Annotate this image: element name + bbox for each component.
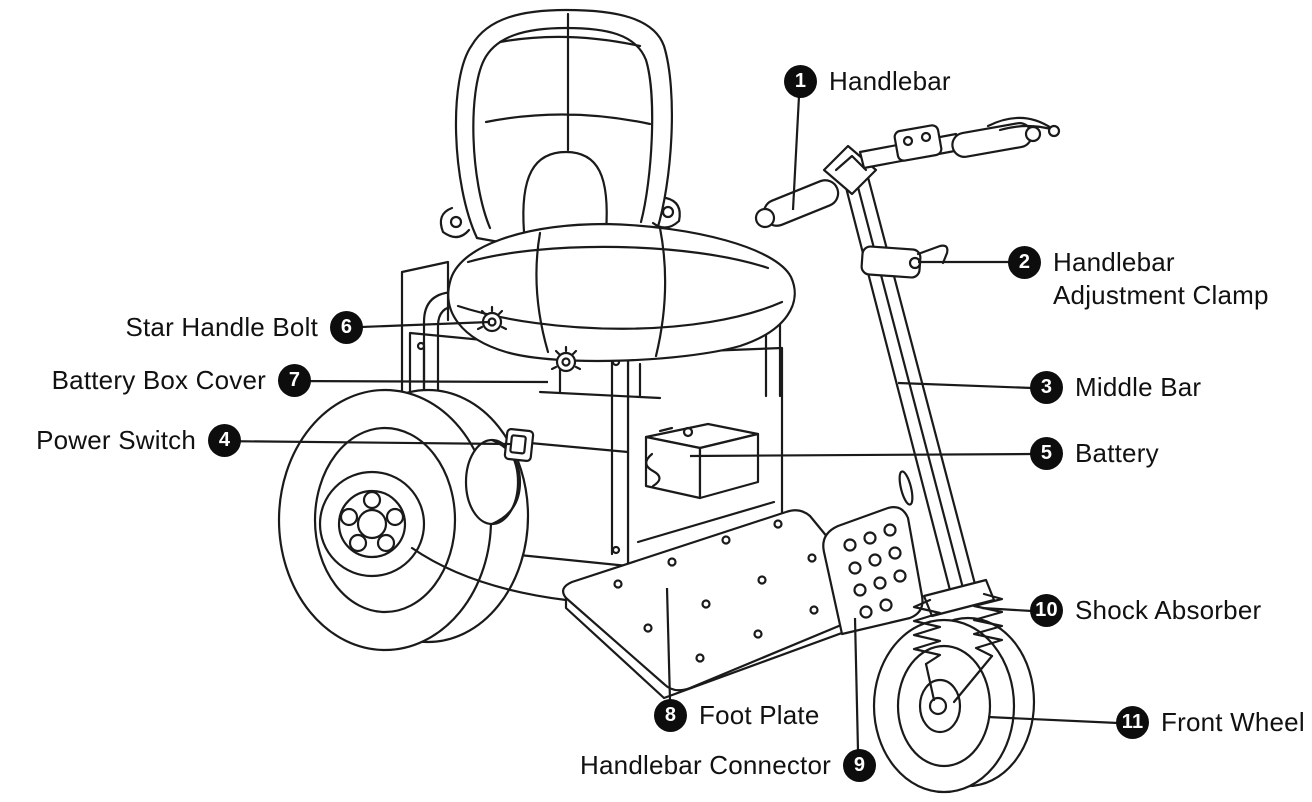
shock-absorbers: [912, 578, 1004, 704]
motor-housing: [464, 438, 522, 526]
handlebar-adjustment-clamp: [860, 244, 949, 279]
callout-text: Power Switch: [36, 425, 196, 455]
callout-text: Shock Absorber: [1075, 595, 1262, 625]
callout-text: Battery: [1075, 438, 1159, 468]
handlebar-connector: [822, 506, 924, 636]
leader-power-switch: [213, 439, 513, 446]
callout-shock-absorber: 10 Shock Absorber: [1030, 594, 1261, 627]
leader-battery: [689, 452, 1033, 458]
power-switch: [503, 428, 535, 462]
callout-middle-bar: 3 Middle Bar: [1030, 371, 1201, 404]
battery: [644, 422, 760, 500]
callout-handlebar-adjustment-clamp: 2 Handlebar Adjustment Clamp: [1008, 246, 1269, 312]
callout-text: Middle Bar: [1075, 372, 1202, 402]
callout-battery: 5 Battery: [1030, 437, 1159, 470]
seat-cushion: [447, 222, 796, 400]
callout-text: Front Wheel: [1161, 707, 1305, 737]
callout-power-switch: Power Switch 4: [36, 424, 241, 457]
callout-text: Handlebar Adjustment Clamp: [1053, 247, 1269, 310]
callout-foot-plate: 8 Foot Plate: [654, 699, 820, 732]
callout-text: Foot Plate: [699, 700, 820, 730]
seat-backrest: [439, 8, 681, 247]
callout-number-badge: 2: [1008, 246, 1041, 279]
callout-number-badge: 5: [1030, 437, 1063, 470]
leader-front-wheel: [987, 715, 1119, 725]
leader-battery-box-cover: [285, 379, 549, 384]
callout-number-badge: 6: [330, 311, 363, 344]
leader-handlebar: [791, 95, 801, 211]
callout-handlebar-connector: Handlebar Connector 9: [580, 749, 876, 782]
callout-number-badge: 7: [278, 364, 311, 397]
callout-star-handle-bolt: Star Handle Bolt 6: [125, 311, 363, 344]
leader-handlebar-connector: [853, 617, 860, 752]
leader-foot-plate: [665, 587, 672, 702]
front-wheel: [872, 616, 1036, 794]
callout-text: Battery Box Cover: [51, 365, 266, 395]
callout-number-badge: 9: [843, 749, 876, 782]
callout-number-badge: 11: [1116, 706, 1149, 739]
callout-number-badge: 10: [1030, 594, 1063, 627]
callout-text: Handlebar: [829, 66, 951, 96]
callout-number-badge: 1: [784, 65, 817, 98]
callout-number-badge: 3: [1030, 371, 1063, 404]
callout-front-wheel: 11 Front Wheel: [1116, 706, 1305, 739]
leader-middle-bar: [897, 381, 1033, 390]
callout-number-badge: 8: [654, 699, 687, 732]
callout-handlebar: 1 Handlebar: [784, 65, 951, 98]
callout-text: Handlebar Connector: [580, 750, 831, 780]
callout-number-badge: 4: [208, 424, 241, 457]
callout-battery-box-cover: Battery Box Cover 7: [52, 364, 311, 397]
handlebar: [754, 116, 1061, 229]
leader-shock-absorber: [981, 606, 1033, 613]
star-handle-bolts: [476, 305, 582, 373]
leader-lines: [213, 95, 1119, 752]
callout-text: Star Handle Bolt: [125, 312, 318, 342]
